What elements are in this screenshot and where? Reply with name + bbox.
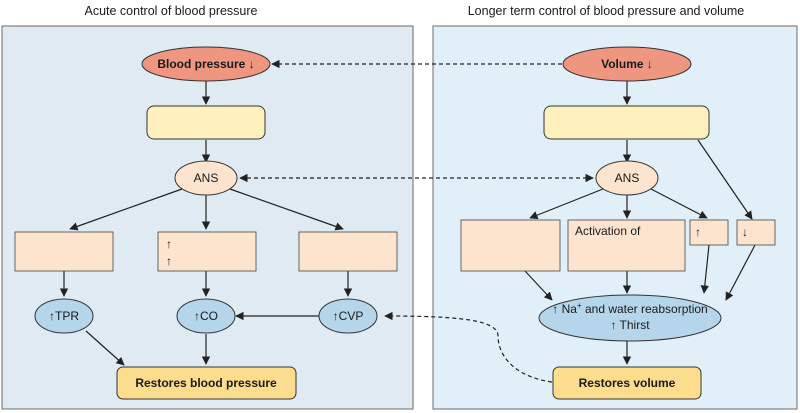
arrow-ans-to-box-r1 (529, 188, 604, 220)
longer-box-up (689, 219, 729, 246)
acute-box-mid (157, 231, 257, 272)
restores-bp-box (116, 366, 297, 400)
ans-node-longer (595, 160, 659, 196)
header-longer-term: Longer term control of blood pressure an… (468, 4, 745, 18)
acute-box-mid-arrow2: ↑ (166, 254, 172, 268)
longer-box-down-arrow: ↓ (742, 225, 748, 239)
cvp-label: ↑CVP (333, 309, 364, 323)
na-water-node (538, 294, 722, 342)
tpr-node (34, 298, 94, 334)
panel-acute (1, 25, 414, 410)
connectors (59, 80, 756, 366)
ans-node-acute (174, 160, 238, 196)
na-water-label: ↑ Na+ and water reabsorption (552, 301, 707, 316)
blood-pressure-label: Blood pressure ↓ (157, 57, 254, 71)
arrow-ans-to-box-left (69, 188, 183, 231)
acute-box-right (298, 231, 398, 272)
activation-of-label: Activation of (575, 224, 641, 238)
arrow-tpr-to-restore (85, 330, 125, 366)
acute-box-left (14, 231, 114, 272)
arrow-r4-to-na (725, 244, 756, 301)
volume-node (562, 46, 692, 82)
acute-box-mid-arrow1: ↑ (166, 237, 172, 251)
longer-box-down (736, 219, 776, 246)
longer-empty-box-top (543, 105, 710, 140)
volume-label: Volume ↓ (601, 57, 653, 71)
cvp-node (318, 298, 378, 334)
longer-box-1 (460, 219, 561, 272)
acute-empty-box-top (146, 105, 266, 140)
na-water-pre: ↑ Na (552, 302, 577, 316)
co-node (176, 298, 236, 334)
arrow-ans-to-box-r3 (650, 188, 708, 219)
header-acute: Acute control of blood pressure (84, 4, 257, 18)
arrow-ans-to-box-right (229, 188, 344, 231)
panel-longer-term (432, 25, 798, 410)
blood-pressure-node (141, 46, 271, 82)
ans-label-longer: ANS (615, 171, 640, 185)
tpr-label: ↑TPR (49, 309, 79, 323)
longer-box-up-arrow: ↑ (695, 225, 701, 239)
restores-bp-label: Restores blood pressure (135, 376, 277, 390)
co-label: ↑CO (194, 309, 218, 323)
arrow-r3-to-na (700, 244, 710, 294)
ans-label-acute: ANS (194, 171, 219, 185)
na-water-post: and water reabsorption (582, 302, 708, 316)
restores-volume-label: Restores volume (579, 376, 676, 390)
longer-box-activation (567, 219, 686, 272)
dashed-connectors (239, 59, 594, 383)
restores-volume-box (552, 366, 702, 400)
arrow-r1-to-na (524, 270, 553, 301)
dashed-restore-to-cvp (384, 311, 553, 383)
na-superscript: + (577, 301, 582, 310)
thirst-label: ↑ Thirst (610, 318, 650, 332)
arrow-box-to-down-box (697, 139, 753, 220)
